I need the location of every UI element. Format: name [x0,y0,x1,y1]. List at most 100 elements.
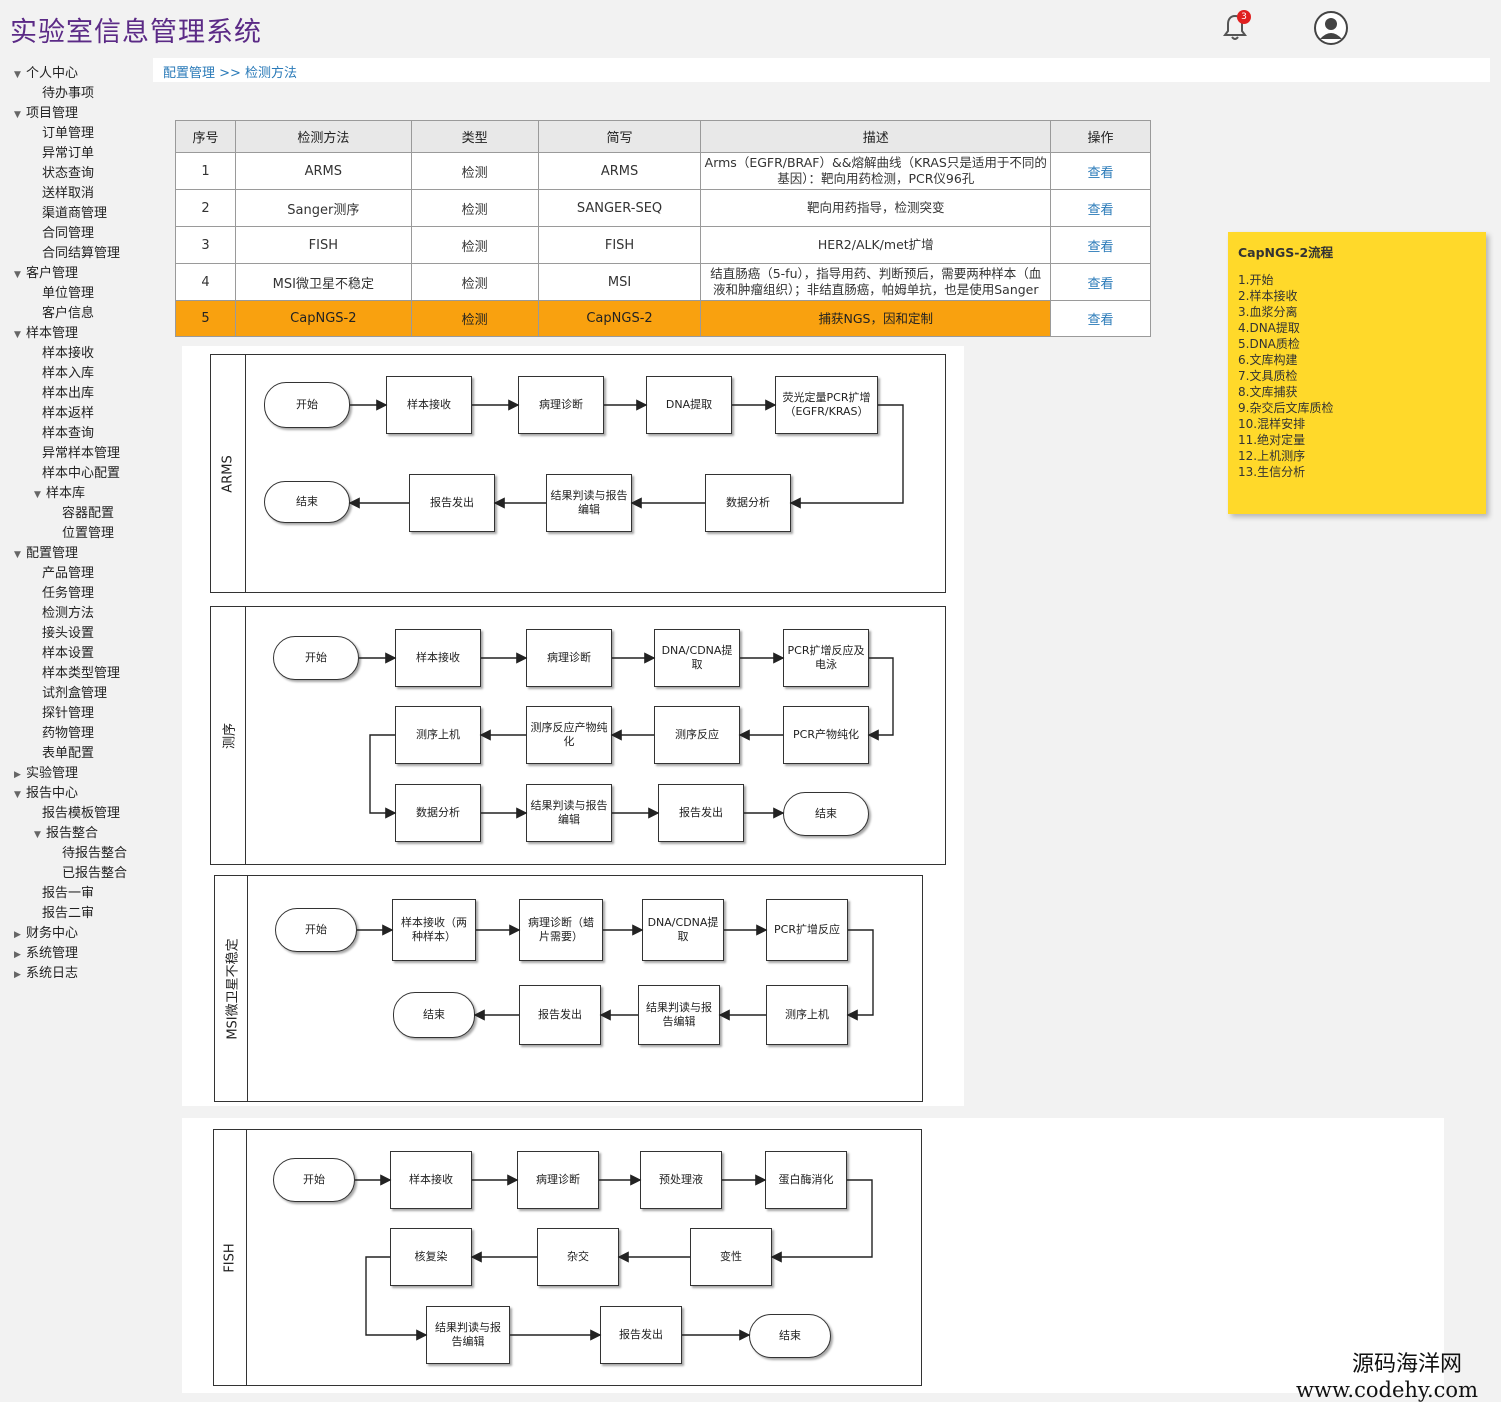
sidebar-item-label: 表单配置 [42,746,95,761]
flow-node: 结束 [393,992,475,1038]
sidebar-item[interactable]: 样本返样 [34,404,94,424]
caret-down-icon: ▼ [14,790,21,800]
flow-node: 杂交 [537,1228,619,1286]
sidebar-item[interactable]: 状态查询 [34,164,94,184]
flow-node: 病理诊断 [517,1151,599,1209]
cell-abbr: MSI [537,263,702,301]
sidebar-item[interactable]: 表单配置 [34,744,94,764]
sidebar-item-label: 异常样本管理 [42,446,121,461]
sidebar-item[interactable]: ▼配置管理 [14,544,78,564]
col-header-abbr: 简写 [537,120,702,153]
flow-node: 测序上机 [766,985,848,1045]
sidebar-item-label: 检测方法 [42,606,95,621]
sidebar-item-label: 合同管理 [42,226,95,241]
sidebar-item[interactable]: ▼个人中心 [14,64,78,84]
sidebar-item[interactable]: 已报告整合 [54,864,127,884]
sidebar-item[interactable]: ▶系统管理 [14,944,78,964]
sidebar-item-label: 探针管理 [42,706,95,721]
sidebar-item-label: 渠道商管理 [42,206,108,221]
view-link[interactable]: 查看 [1087,239,1114,255]
sidebar-item[interactable]: ▼客户管理 [14,264,78,284]
sidebar-item[interactable]: 订单管理 [34,124,94,144]
sidebar-item[interactable]: 样本接收 [34,344,94,364]
sticky-step: 11.绝对定量 [1238,433,1306,447]
sidebar-item[interactable]: 容器配置 [54,504,114,524]
sidebar-item[interactable]: 报告一审 [34,884,94,904]
sidebar-item[interactable]: 合同管理 [34,224,94,244]
sidebar-item[interactable]: 客户信息 [34,304,94,324]
user-avatar-icon[interactable] [1314,11,1348,45]
sidebar-item-label: 报告一审 [42,886,95,901]
caret-down-icon: ▼ [14,70,21,80]
sidebar-item[interactable]: 样本设置 [34,644,94,664]
sticky-step: 12.上机测序 [1238,449,1306,463]
sidebar-item[interactable]: ▶系统日志 [14,964,78,984]
sidebar-item-label: 产品管理 [42,566,95,581]
sidebar-item[interactable]: ▼样本库 [34,484,85,504]
watermark-line1: 源码海洋网 [1351,1352,1462,1377]
sidebar-item[interactable]: 样本中心配置 [34,464,120,484]
sidebar-item[interactable]: 样本查询 [34,424,94,444]
sidebar-item[interactable]: ▶实验管理 [14,764,78,784]
flow-node: 开始 [264,382,350,428]
cell-method: Sanger测序 [234,189,412,227]
view-link[interactable]: 查看 [1087,313,1114,328]
sidebar-item[interactable]: 产品管理 [34,564,94,584]
cell-type: 检测 [410,300,539,337]
flow-node: PCR产物纯化 [783,706,869,764]
sidebar-item[interactable]: 检测方法 [34,604,94,624]
breadcrumb[interactable]: 配置管理 >> 检测方法 [163,66,298,81]
flow-node: 核复染 [390,1228,472,1286]
sidebar-item[interactable]: 任务管理 [34,584,94,604]
sidebar-item-label: 异常订单 [42,146,95,161]
flow-node: 预处理液 [640,1151,722,1209]
sidebar-item[interactable]: 单位管理 [34,284,94,304]
flow-node: 开始 [273,636,359,680]
cell-no: 1 [175,152,236,190]
flow-node: DNA/CDNA提取 [642,899,724,961]
sticky-step: 8.文库捕获 [1238,385,1298,399]
sidebar-item[interactable]: ▶财务中心 [14,924,78,944]
view-link[interactable]: 查看 [1087,165,1114,181]
sidebar-item-label: 试剂盒管理 [42,686,108,701]
sidebar-item[interactable]: 待办事项 [34,84,94,104]
sidebar-item[interactable]: 探针管理 [34,704,94,724]
sidebar-item[interactable]: ▼ 样本管理 [14,324,78,344]
sidebar-item[interactable]: 渠道商管理 [34,204,107,224]
sidebar-item[interactable]: 样本入库 [34,364,94,384]
sidebar-item-label: 单位管理 [42,286,95,301]
sidebar-item[interactable]: 位置管理 [54,524,114,544]
sidebar-item[interactable]: 样本出库 [34,384,94,404]
sidebar-item-label: 报告中心 [26,786,79,801]
sidebar-item[interactable]: 异常订单 [34,144,94,164]
sidebar-item[interactable]: 样本类型管理 [34,664,120,684]
top-header: 实验室信息管理系统 3 [0,0,1501,56]
view-link[interactable]: 查看 [1087,202,1114,218]
sidebar-item[interactable]: ▼项目管理 [14,104,78,124]
view-link[interactable]: 查看 [1087,276,1114,292]
sidebar-item[interactable]: 试剂盒管理 [34,684,107,704]
sidebar-item-label: 项目管理 [26,106,79,121]
sidebar-item-label: 已报告整合 [62,866,128,881]
sidebar-item[interactable]: 送样取消 [34,184,94,204]
sidebar-item[interactable]: ▼报告整合 [34,824,98,844]
sidebar-item[interactable]: 合同结算管理 [34,244,120,264]
sidebar-item[interactable]: 报告模板管理 [34,804,120,824]
sidebar-item-label: 实验管理 [26,766,79,781]
sidebar-item[interactable]: 异常样本管理 [34,444,120,464]
sticky-step: 13.生信分析 [1238,465,1306,479]
caret-down-icon: ▼ [14,330,21,340]
sidebar-item[interactable]: 待报告整合 [54,844,127,864]
sidebar-item[interactable]: 接头设置 [34,624,94,644]
sidebar-item-label: 样本管理 [26,326,79,341]
sidebar-item[interactable]: ▼ 报告中心 [14,784,78,804]
sidebar-item[interactable]: 药物管理 [34,724,94,744]
col-header-action: 操作 [1050,120,1151,153]
sidebar-item[interactable]: 报告二审 [34,904,94,924]
watermark: 源码海洋网 www.codehy.com [1296,1346,1478,1402]
sticky-step: 2.样本接收 [1238,289,1298,303]
